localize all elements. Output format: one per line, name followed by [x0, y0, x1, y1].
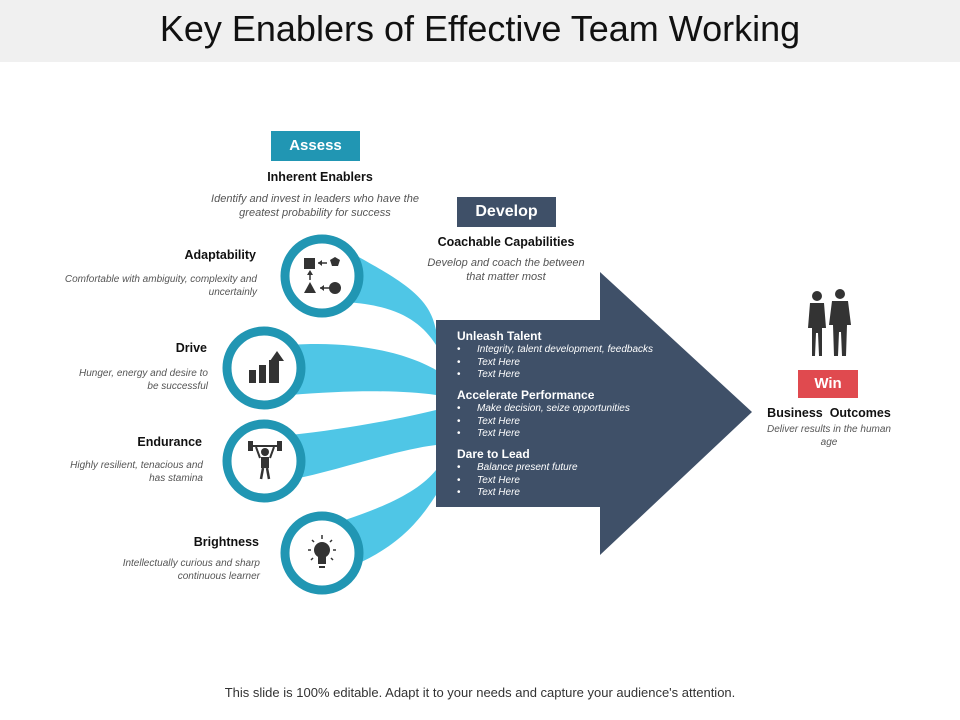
circle-drive — [222, 326, 306, 410]
connector-band-adaptability — [345, 255, 436, 345]
win-tag: Win — [798, 370, 858, 398]
bullet-list: Make decision, seize opportunities Text … — [457, 403, 697, 441]
connector-band-drive — [290, 344, 436, 395]
inherent-enablers-heading: Inherent Enablers — [267, 170, 373, 184]
bullet-item: Balance present future — [457, 462, 697, 475]
title-bar — [0, 0, 960, 62]
circle-brightness — [280, 511, 364, 595]
weightlifter-icon — [248, 441, 282, 480]
business-outcomes-heading: Business Outcomes — [767, 406, 891, 420]
enabler-desc-adaptability: Comfortable with ambiguity, complexity a… — [64, 274, 257, 298]
bullet-item: Text Here — [457, 416, 697, 429]
enabler-label-drive: Drive — [175, 341, 207, 355]
arrow-section-unleash-talent: Unleash Talent Integrity, talent develop… — [457, 329, 697, 382]
business-people-icon — [808, 289, 851, 356]
enabler-label-brightness: Brightness — [193, 535, 259, 549]
bullet-item: Text Here — [457, 487, 697, 500]
circle-endurance — [222, 419, 306, 503]
develop-tag: Develop — [457, 197, 556, 227]
bullet-item: Text Here — [457, 475, 697, 488]
enabler-label-adaptability: Adaptability — [184, 248, 256, 262]
footer-note: This slide is 100% editable. Adapt it to… — [224, 685, 736, 700]
bullet-item: Text Here — [457, 369, 697, 382]
enabler-desc-endurance: Highly resilient, tenacious and has stam… — [70, 460, 203, 484]
bullet-item: Text Here — [457, 357, 697, 370]
arrow-section-dare-to-lead: Dare to Lead Balance present future Text… — [457, 447, 697, 500]
section-title: Unleash Talent — [457, 329, 542, 343]
bullet-item: Text Here — [457, 428, 697, 441]
lightbulb-icon — [308, 535, 336, 568]
enabler-label-endurance: Endurance — [137, 435, 202, 449]
coachable-capabilities-heading: Coachable Capabilities — [437, 235, 575, 249]
connector-band-brightness — [345, 470, 436, 565]
arrow-section-accelerate-performance: Accelerate Performance Make decision, se… — [457, 388, 697, 441]
section-title: Dare to Lead — [457, 447, 530, 461]
page-title: Key Enablers of Effective Team Working — [159, 8, 801, 49]
section-title: Accelerate Performance — [457, 388, 595, 402]
inherent-enablers-subtitle: Identify and invest in leaders who have … — [211, 193, 419, 219]
enabler-desc-brightness: Intellectually curious and sharp continu… — [122, 558, 260, 582]
coachable-capabilities-subtitle: Develop and coach the between that matte… — [427, 257, 585, 283]
bullet-list: Integrity, talent development, feedbacks… — [457, 344, 697, 382]
circle-adaptability — [280, 234, 364, 318]
bullet-list: Balance present future Text Here Text He… — [457, 462, 697, 500]
enabler-desc-drive: Hunger, energy and desire to be successf… — [79, 368, 208, 392]
business-outcomes-subtitle: Deliver results in the human age — [767, 424, 891, 448]
shapes-icon — [304, 257, 341, 294]
bullet-item: Make decision, seize opportunities — [457, 403, 697, 416]
bar-chart-arrow-icon — [249, 351, 284, 383]
bullet-item: Integrity, talent development, feedbacks — [457, 344, 697, 357]
assess-tag: Assess — [271, 131, 360, 161]
connector-band-endurance — [290, 410, 436, 480]
